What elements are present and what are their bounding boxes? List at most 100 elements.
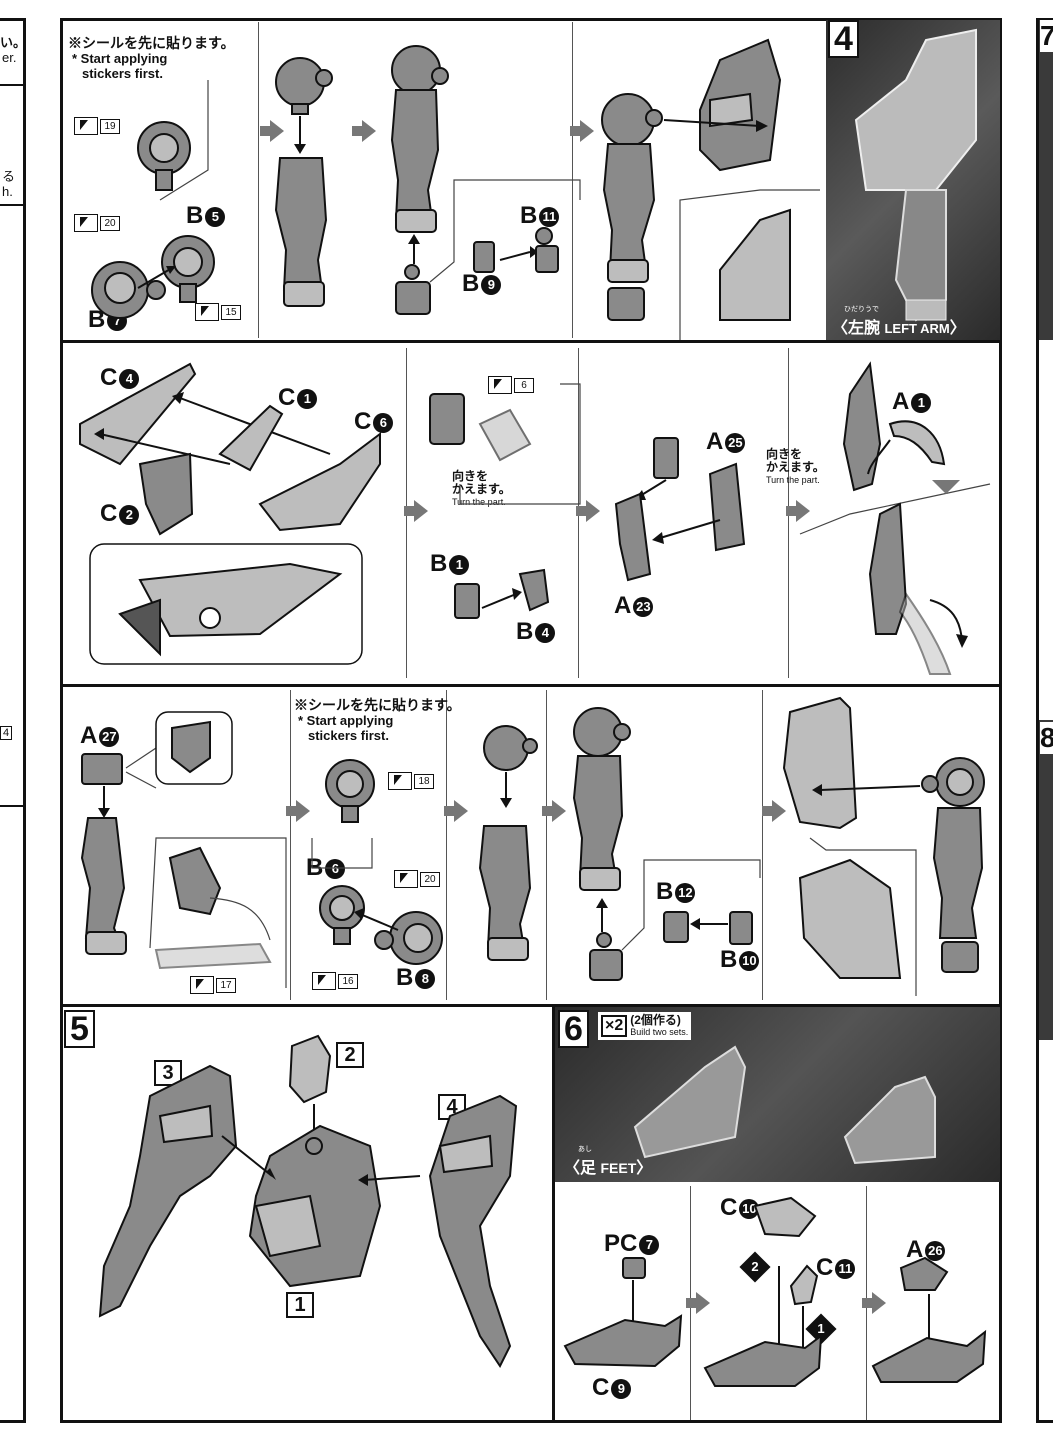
part-letter: B: [186, 202, 204, 229]
part-letter: C: [100, 500, 118, 527]
times-badge: ×2: [601, 1015, 628, 1037]
part-letter: A: [80, 722, 98, 749]
assembly-label-2: 2: [336, 1042, 364, 1068]
sticker-icon: [394, 870, 418, 888]
left-edge-text-2: er.: [2, 50, 17, 65]
arm-assembly-right: [428, 1094, 518, 1368]
sticker-icon: [388, 772, 412, 790]
sticker-16: 16: [312, 972, 358, 990]
sticker-20: 20: [74, 214, 120, 232]
right-edge-step-8: 8: [1040, 722, 1053, 754]
sticker-note: ※シールを先に貼ります。 * Start applying stickers f…: [294, 698, 461, 744]
caption-ruby: あし: [578, 1146, 592, 1153]
sticker-18: 18: [388, 772, 434, 790]
row-divider: [60, 684, 1002, 687]
part-letter: B: [462, 270, 480, 297]
part-letter: B: [88, 306, 106, 333]
part-letter: B: [516, 618, 534, 645]
part-letter: A: [892, 388, 910, 415]
left-edge-text-3: る: [2, 169, 16, 184]
step-arrow: [686, 1292, 710, 1314]
part-number: 26: [925, 1240, 946, 1261]
step4-illustrations: [91, 38, 820, 340]
turn-note-jp: かえます。: [766, 460, 825, 474]
part-number: 4: [535, 622, 556, 643]
col-divider: [258, 22, 259, 338]
turn-note-jp: かえます。: [452, 482, 511, 496]
turn-note-en: Turn the part.: [766, 475, 820, 485]
shield-part: [79, 362, 197, 466]
sticker-icon: [312, 972, 336, 990]
caption-ruby: ひだりうで: [844, 306, 879, 313]
step-number-6: 6: [558, 1010, 589, 1048]
part-number: 12: [675, 882, 696, 903]
turn-note-en: Turn the part.: [452, 497, 506, 507]
sticker-note-en: * Start applying: [298, 713, 394, 728]
part-letter: B: [396, 964, 414, 991]
left-arm-caption: 〈左腕 LEFT ARM〉: [832, 320, 966, 337]
part-letter: C: [354, 408, 372, 435]
part-letter: B: [520, 202, 538, 229]
step-arrow: [542, 800, 566, 822]
sticker-note-en: * Start applying: [72, 51, 168, 66]
step6-illustrations: [563, 1196, 987, 1387]
sticker-note-en: stickers first.: [308, 728, 389, 743]
caption-en: LEFT ARM: [884, 321, 950, 336]
assembly-label-1: 1: [286, 1292, 314, 1318]
step-arrow: [570, 120, 594, 142]
sticker-20: 20: [394, 870, 440, 888]
part-letter: PC: [604, 1230, 638, 1257]
left-edge-divider: [0, 805, 26, 807]
sticker-icon: [74, 214, 98, 232]
sticker-number: 19: [100, 118, 120, 134]
part-number: 9: [481, 274, 502, 295]
step-arrow: [576, 500, 600, 522]
left-edge-divider: [0, 84, 26, 86]
col-divider: [546, 690, 547, 1000]
part-number: 11: [539, 206, 560, 227]
step-arrow: [444, 800, 468, 822]
rightarm-illustrations: [80, 696, 985, 996]
part-number: 27: [99, 726, 120, 747]
sticker-number: 20: [100, 215, 120, 231]
part-number: 1: [911, 392, 932, 413]
part-number: 8: [415, 968, 436, 989]
part-letter: A: [614, 592, 632, 619]
part-number: 10: [739, 1198, 760, 1219]
part-number: 11: [835, 1258, 856, 1279]
part-number: 10: [739, 950, 760, 971]
step-arrow: [786, 500, 810, 522]
row-divider: [60, 1004, 1002, 1007]
step-arrow: [352, 120, 376, 142]
part-letter: C: [592, 1374, 610, 1401]
part-number: 5: [205, 206, 226, 227]
sticker-6: 6: [488, 376, 534, 394]
part-number: 6: [373, 412, 394, 433]
left-edge-panel: [0, 18, 26, 1423]
left-edge-num: 4: [0, 726, 13, 740]
feet-photo-render: [633, 1045, 936, 1165]
sticker-note-en: stickers first.: [82, 66, 163, 81]
part-number: 9: [611, 1378, 632, 1399]
sticker-note-jp: ※シールを先に貼ります。: [68, 35, 235, 51]
sticker-icon: [488, 376, 512, 394]
part-letter: B: [720, 946, 738, 973]
step-number-5: 5: [64, 1010, 95, 1048]
head-part: [288, 1034, 332, 1104]
